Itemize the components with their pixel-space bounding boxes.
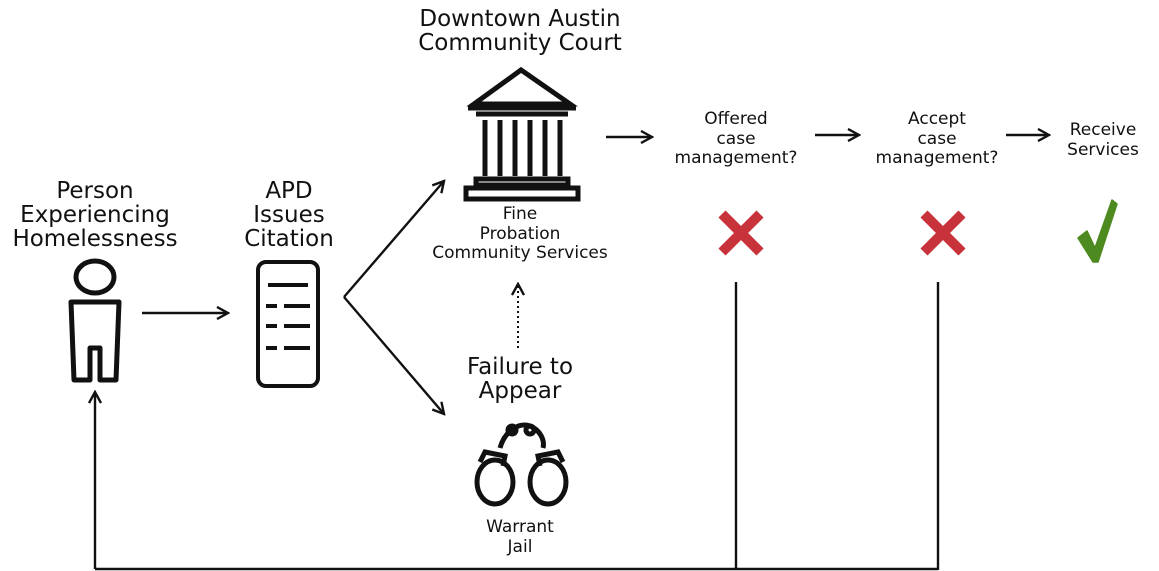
court-outcomes: Fine Probation Community Services	[432, 204, 608, 264]
arrow-citation-to-court	[343, 181, 444, 298]
handcuffs-icon	[474, 422, 569, 507]
courthouse-icon	[463, 66, 581, 202]
step-receive-label: Receive Services	[1067, 120, 1139, 160]
person-icon	[68, 258, 122, 383]
green-check-icon	[1077, 199, 1118, 263]
step-accept-label: Accept case management?	[875, 109, 999, 169]
failure-title: Failure to Appear	[466, 354, 574, 405]
citation-label: APD Issues Citation	[244, 178, 334, 253]
red-x-icon	[920, 210, 966, 256]
red-x-icon	[718, 210, 764, 256]
court-title: Downtown Austin Community Court	[418, 6, 622, 57]
citation-document-icon	[256, 260, 320, 388]
arrow-citation-to-failure	[343, 296, 444, 414]
step-offered-label: Offered case management?	[674, 109, 798, 169]
person-label: Person Experiencing Homelessness	[12, 178, 178, 253]
failure-outcomes: Warrant Jail	[486, 517, 554, 557]
